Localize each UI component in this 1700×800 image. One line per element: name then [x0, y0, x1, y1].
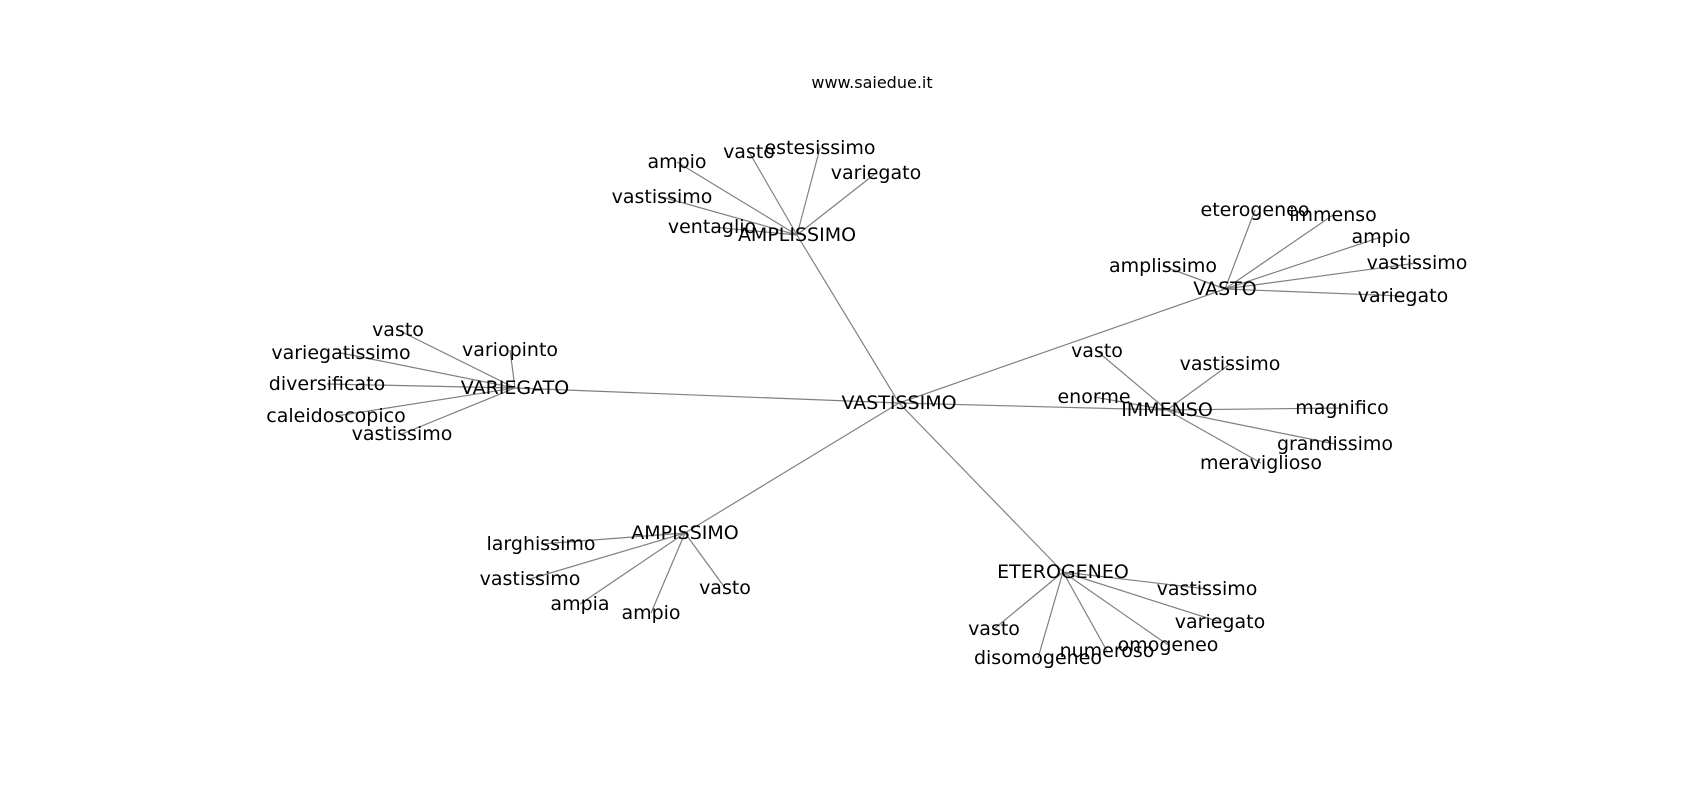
edge-ampissimo-larghissimo: [540, 532, 686, 545]
graph-edges: [326, 147, 1418, 659]
leaf-node-amplissimo-vastissimo: vastissimo: [612, 186, 713, 208]
leaf-node-immenso-enorme: enorme: [1057, 386, 1130, 408]
edge-ampissimo-vasto: [684, 532, 726, 589]
leaf-node-eterogeneo-variegato: variegato: [1175, 611, 1265, 633]
edge-variegato-vastissimo: [401, 387, 516, 435]
hub-node-ampissimo: AMPISSIMO: [631, 522, 739, 544]
leaf-node-immenso-meraviglioso: meraviglioso: [1200, 452, 1322, 474]
edge-vasto-ampio: [1224, 236, 1382, 290]
hub-node-eterogeneo: ETEROGENEO: [997, 561, 1129, 583]
leaf-node-variegato-caleidoscopico: caleidoscopico: [266, 405, 405, 427]
edge-amplissimo-ampio: [676, 161, 798, 236]
edge-eterogeneo-disomogeneo: [1037, 571, 1064, 659]
leaf-node-ampissimo-ampio: ampio: [621, 602, 680, 624]
leaf-node-immenso-vastissimo: vastissimo: [1180, 353, 1281, 375]
leaf-node-ampissimo-vasto: vasto: [699, 577, 751, 599]
leaf-node-amplissimo-ampio: ampio: [647, 151, 706, 173]
edge-variegato-variegatissimo: [340, 352, 516, 389]
edge-vasto-vastissimo: [1224, 262, 1418, 290]
edge-immenso-magnifico: [1166, 407, 1343, 411]
edge-eterogeneo-vastissimo: [1062, 571, 1208, 590]
hub-node-vasto: VASTO: [1193, 278, 1256, 300]
leaf-node-eterogeneo-disomogeneo: disomogeneo: [974, 647, 1102, 669]
edge-vasto-amplissimo: [1162, 265, 1226, 290]
leaf-node-eterogeneo-numeroso: numeroso: [1060, 640, 1155, 662]
leaf-node-vasto-immenso: immenso: [1289, 204, 1377, 226]
leaf-node-immenso-vasto: vasto: [1071, 340, 1123, 362]
leaf-node-vasto-ampio: ampio: [1351, 226, 1410, 248]
hub-node-immenso: IMMENSO: [1121, 399, 1213, 421]
leaf-node-amplissimo-vasto: vasto: [723, 141, 775, 163]
edge-amplissimo-estesissimo: [796, 147, 821, 236]
leaf-node-vasto-vastissimo: vastissimo: [1367, 252, 1468, 274]
leaf-node-eterogeneo-omogeneo: omogeneo: [1118, 634, 1219, 656]
edge-variegato-diversificato: [326, 383, 516, 389]
leaf-node-eterogeneo-vastissimo: vastissimo: [1157, 578, 1258, 600]
leaf-node-variegato-variopinto: variopinto: [462, 339, 558, 361]
edge-immenso-enorme: [1093, 396, 1168, 411]
leaf-node-vasto-eterogeneo: eterogeneo: [1201, 199, 1310, 221]
edge-amplissimo-vasto: [748, 151, 798, 236]
edge-immenso-vastissimo: [1166, 363, 1231, 411]
edge-eterogeneo-vasto: [993, 571, 1064, 630]
edge-ampissimo-ampio: [650, 532, 686, 614]
leaf-node-amplissimo-variegato: variegato: [831, 162, 921, 184]
leaf-node-ampissimo-vastissimo: vastissimo: [480, 568, 581, 590]
edge-vasto-immenso: [1224, 214, 1334, 290]
leaf-node-amplissimo-ventaglio: ventaglio: [668, 216, 756, 238]
leaf-node-variegato-diversificato: diversificato: [269, 373, 385, 395]
leaf-node-immenso-magnifico: magnifico: [1295, 397, 1389, 419]
edge-eterogeneo-variegato: [1062, 571, 1221, 623]
hub-node-variegato: VARIEGATO: [461, 377, 569, 399]
edge-variegato-variopinto: [509, 349, 516, 389]
edge-vasto-variegato: [1224, 288, 1404, 297]
edge-center-ampissimo: [684, 402, 900, 534]
edge-immenso-vasto: [1096, 350, 1168, 411]
leaf-node-ampissimo-larghissimo: larghissimo: [487, 533, 596, 555]
edge-center-amplissimo: [796, 234, 900, 404]
edge-immenso-meraviglioso: [1166, 409, 1262, 464]
edge-variegato-caleidoscopico: [335, 387, 516, 417]
edge-center-eterogeneo: [898, 402, 1064, 573]
leaf-node-vasto-amplissimo: amplissimo: [1109, 255, 1217, 277]
leaf-node-ampissimo-ampia: ampia: [550, 593, 609, 615]
edge-eterogeneo-numeroso: [1062, 571, 1108, 652]
edge-vasto-eterogeneo: [1224, 209, 1256, 290]
leaf-node-vasto-variegato: variegato: [1358, 285, 1448, 307]
hub-node-amplissimo: AMPLISSIMO: [738, 224, 856, 246]
edge-variegato-vasto: [397, 329, 516, 389]
edge-ampissimo-vastissimo: [529, 532, 686, 580]
center-node: VASTISSIMO: [841, 392, 956, 414]
leaf-node-variegato-vastissimo: vastissimo: [352, 423, 453, 445]
leaf-node-amplissimo-estesissimo: estesissimo: [764, 137, 875, 159]
edge-center-vasto: [898, 288, 1226, 404]
edge-amplissimo-variegato: [796, 172, 877, 236]
edge-ampissimo-ampia: [579, 532, 686, 605]
leaf-node-eterogeneo-vasto: vasto: [968, 618, 1020, 640]
edge-amplissimo-ventaglio: [711, 226, 798, 236]
edge-center-immenso: [898, 402, 1168, 411]
leaf-node-variegato-vasto: vasto: [372, 319, 424, 341]
leaf-node-variegato-variegatissimo: variegatissimo: [271, 342, 410, 364]
edge-center-variegato: [514, 387, 900, 404]
edge-amplissimo-vastissimo: [661, 196, 798, 236]
edge-immenso-grandissimo: [1166, 409, 1336, 445]
watermark-text: www.saiedue.it: [811, 73, 932, 92]
leaf-node-immenso-grandissimo: grandissimo: [1277, 433, 1393, 455]
edge-eterogeneo-omogeneo: [1062, 571, 1169, 646]
